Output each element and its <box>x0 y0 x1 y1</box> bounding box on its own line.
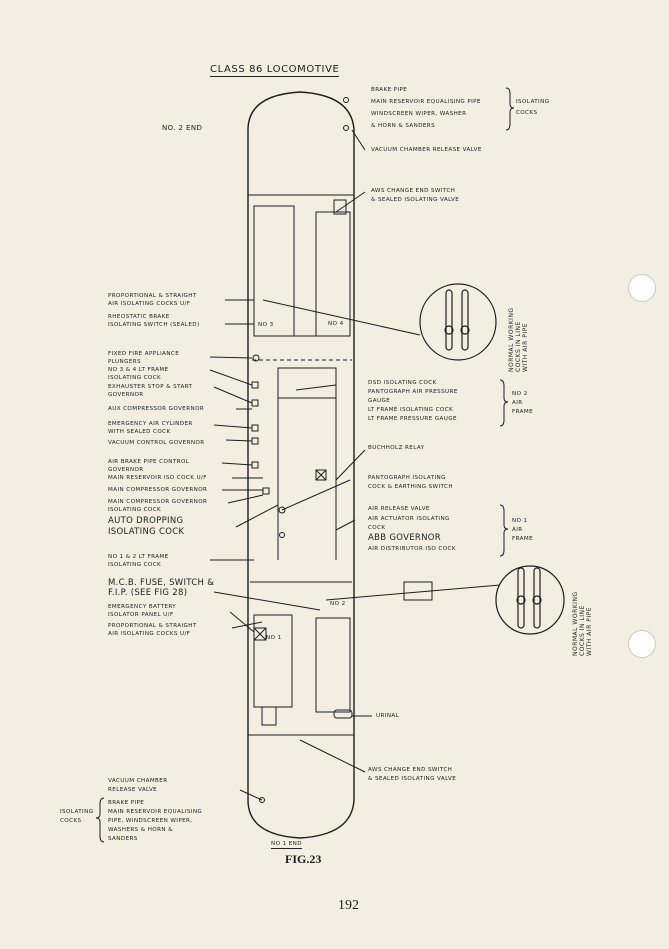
normal-working-bottom: NORMAL WORKING COCKS IN LINE WITH AIR PI… <box>572 591 593 656</box>
label-cocks: COCKS <box>516 110 538 116</box>
label-no12-frame: No 1 & 2 LT FRAME <box>108 554 169 560</box>
compartment-no1: No 1 <box>266 635 282 641</box>
figure-label: FIG.23 <box>285 852 322 866</box>
label-main-reservoir: MAIN RESERVOIR EQUALISING PIPE <box>371 99 481 105</box>
label-air-1: AIR <box>512 527 523 533</box>
label-air-2: AIR <box>512 400 523 406</box>
label-air-brake-pipe: AIR BRAKE PIPE CONTROL <box>108 459 190 465</box>
label-mcb-2: F.I.P. (SEE FIG 28) <box>108 588 188 598</box>
label-mcb: M.C.B. FUSE, SWITCH & <box>108 578 215 588</box>
label-bl-brake-pipe: BRAKE PIPE <box>108 800 145 806</box>
label-cock: COCK <box>368 525 386 531</box>
label-fixed-fire-2: PLUNGERS <box>108 359 141 365</box>
binder-hole-bottom <box>628 630 656 658</box>
label-prop-straight: PROPORTIONAL & STRAIGHT <box>108 293 197 299</box>
label-rheostatic: RHEOSTATIC BRAKE <box>108 314 170 320</box>
label-air-distributor: AIR DISTRIBUTOR ISO COCK <box>368 546 456 552</box>
label-no34-frame: No 3 & 4 LT FRAME <box>108 367 169 373</box>
label-auto-dropping-2: ISOLATING COCK <box>108 527 185 537</box>
label-auto-dropping: AUTO DROPPING <box>108 516 184 526</box>
label-aux-compressor: AUX COMPRESSOR GOVERNOR <box>108 406 205 412</box>
label-emergency-battery-2: ISOLATOR PANEL U/F <box>108 612 174 618</box>
label-vacuum-control: VACUUM CONTROL GOVERNOR <box>108 440 205 446</box>
label-gauge: GAUGE <box>368 398 391 404</box>
label-windscreen: WINDSCREEN WIPER, WASHER <box>371 111 467 117</box>
no1-end-label: No 1 END <box>271 841 302 849</box>
label-air-release: AIR RELEASE VALVE <box>368 506 430 512</box>
label-pantograph-pressure: PANTOGRAPH AIR PRESSURE <box>368 389 458 395</box>
label-frame-2: FRAME <box>512 409 534 415</box>
label-emergency-air: EMERGENCY AIR CYLINDER <box>108 421 193 427</box>
label-urinal: URINAL <box>376 713 400 719</box>
compartment-no3: No 3 <box>258 322 274 328</box>
label-aws-valve: & SEALED ISOLATING VALVE <box>371 197 460 203</box>
label-exhauster-2: GOVERNOR <box>108 392 144 398</box>
label-lt-frame-gauge: LT FRAME PRESSURE GAUGE <box>368 416 457 422</box>
label-bl-cocks: COCKS <box>60 818 82 824</box>
label-no1-air: No 1 <box>512 518 528 524</box>
compartment-no2: No 2 <box>330 601 346 607</box>
label-no34-frame-2: ISOLATING COCK <box>108 375 162 381</box>
label-main-reservoir-iso: MAIN RESERVOIR ISO COCK U/F <box>108 475 207 481</box>
compartment-no4: No 4 <box>328 321 344 327</box>
label-no2-air: No 2 <box>512 391 528 397</box>
label-aws-switch: AWS CHANGE END SWITCH <box>371 188 456 194</box>
label-no12-frame-2: ISOLATING COCK <box>108 562 162 568</box>
label-aws-bottom-2: & SEALED ISOLATING VALVE <box>368 776 457 782</box>
label-buchholz: BUCHHOLZ RELAY <box>368 445 425 451</box>
diagram-title: CLASS 86 LOCOMOTIVE <box>210 64 340 77</box>
label-vacuum-chamber: VACUUM CHAMBER <box>108 778 168 784</box>
label-bl-washers: WASHERS & HORN & <box>108 827 173 833</box>
label-abb-governor: ABB GOVERNOR <box>368 533 441 543</box>
label-fixed-fire: FIXED FIRE APPLIANCE <box>108 351 180 357</box>
label-bl-main-reservoir: MAIN RESERVOIR EQUALISING <box>108 809 203 815</box>
label-vacuum-chamber-2: RELEASE VALVE <box>108 787 158 793</box>
binder-hole-top <box>628 274 656 302</box>
label-emergency-battery: EMERGENCY BATTERY <box>108 604 177 610</box>
label-lt-frame-iso: LT FRAME ISOLATING COCK <box>368 407 454 413</box>
page-number: 192 <box>338 898 359 913</box>
label-main-compressor: MAIN COMPRESSOR GOVERNOR <box>108 487 208 493</box>
label-isolating: ISOLATING <box>516 99 550 105</box>
label-exhauster: EXHAUSTER STOP & START <box>108 384 193 390</box>
label-bl-isolating: ISOLATING <box>60 809 94 815</box>
label-main-compressor-iso: MAIN COMPRESSOR GOVERNOR <box>108 499 208 505</box>
label-prop-bottom: PROPORTIONAL & STRAIGHT <box>108 623 197 629</box>
label-prop-bottom-2: AIR ISOLATING COCKS U/F <box>108 631 191 637</box>
label-bl-windscreen: PIPE, WINDSCREEN WIPER, <box>108 818 193 824</box>
label-rheostatic-2: ISOLATING SWITCH (SEALED) <box>108 322 200 328</box>
label-pantograph-iso: PANTOGRAPH ISOLATING <box>368 475 446 481</box>
label-air-brake-pipe-2: GOVERNOR <box>108 467 144 473</box>
label-frame-1: FRAME <box>512 536 534 542</box>
label-vacuum-release: VACUUM CHAMBER RELEASE VALVE <box>371 147 482 153</box>
label-brake-pipe: BRAKE PIPE <box>371 87 408 93</box>
label-aws-bottom: AWS CHANGE END SWITCH <box>368 767 453 773</box>
label-air-actuator: AIR ACTUATOR ISOLATING <box>368 516 450 522</box>
label-dsd: DSD ISOLATING COCK <box>368 380 437 386</box>
label-pantograph-iso-2: COCK & EARTHING SWITCH <box>368 484 453 490</box>
label-prop-straight-2: AIR ISOLATING COCKS U/F <box>108 301 191 307</box>
label-main-compressor-iso-2: ISOLATING COCK <box>108 507 162 513</box>
label-bl-sanders: SANDERS <box>108 836 138 842</box>
normal-working-top: NORMAL WORKING COCKS IN LINE WITH AIR PI… <box>508 307 529 372</box>
label-horn-sanders: & HORN & SANDERS <box>371 123 436 129</box>
label-emergency-air-2: WITH SEALED COCK <box>108 429 171 435</box>
no2-end-label: No. 2 END <box>162 124 203 132</box>
